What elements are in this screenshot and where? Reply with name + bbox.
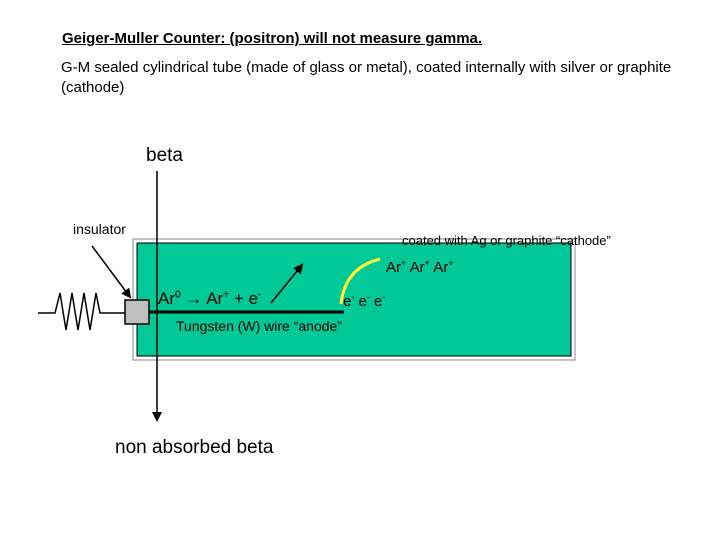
argon-ion: Ar+ xyxy=(409,258,430,277)
beta-outgoing-label: non absorbed beta xyxy=(115,437,274,458)
electron-path-arrow xyxy=(270,263,304,304)
reaction-arrow: → xyxy=(185,289,203,308)
beta-incoming-label: beta xyxy=(146,145,183,166)
cathode-label: coated with Ag or graphite “cathode” xyxy=(402,233,611,248)
insulator-block xyxy=(124,299,150,325)
ionization-equation: Ar0 → Ar+ + e- xyxy=(158,289,262,308)
argon-ion: Ar+ xyxy=(433,258,454,277)
anode-label: Tungsten (W) wire “anode” xyxy=(176,318,342,334)
argon-ions-label: Ar+ Ar+ Ar+ xyxy=(386,258,454,277)
argon-ion: Ar+ xyxy=(386,258,407,277)
insulator-label: insulator xyxy=(73,221,126,237)
insulator-pointer-arrow xyxy=(91,245,132,299)
resistor-icon xyxy=(38,292,125,331)
electrons-label: e- e- e- xyxy=(343,292,386,311)
diagram-description: G-M sealed cylindrical tube (made of gla… xyxy=(61,59,672,96)
diagram-title: Geiger-Muller Counter: (positron) will n… xyxy=(62,30,483,47)
